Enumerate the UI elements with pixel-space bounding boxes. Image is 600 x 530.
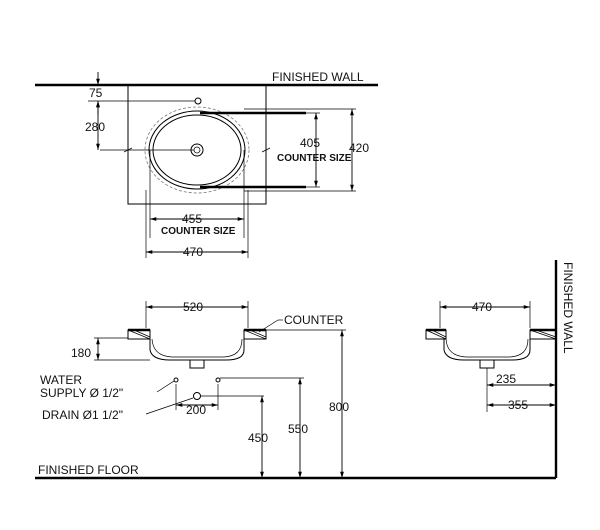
dim-180: 180 <box>71 346 91 360</box>
side-dim-355: 355 <box>508 398 528 412</box>
water-supply-label-1: WATER <box>40 373 82 387</box>
dim-520: 520 <box>183 300 203 314</box>
side-drain-tail <box>479 359 495 369</box>
counter-label: COUNTER <box>284 313 344 327</box>
dim-470: 470 <box>183 245 203 259</box>
dim-455-note: COUNTER SIZE <box>161 226 236 237</box>
dim-75: 75 <box>89 86 103 100</box>
finished-floor-label: FINISHED FLOOR <box>38 463 139 477</box>
dim-420: 420 <box>349 141 369 155</box>
counter-outline <box>127 86 267 205</box>
water-supply-right <box>215 377 221 383</box>
dim-405: 405 <box>300 136 320 150</box>
drain-tail <box>189 359 205 369</box>
dim-450: 450 <box>248 431 268 445</box>
plan-view: FINISHED WALL 75 280 405 COUNTER SIZE <box>35 70 378 259</box>
water-supply-left <box>173 377 179 383</box>
dim-455: 455 <box>182 212 202 226</box>
basin-outer-rim <box>144 106 250 194</box>
counter-break-right <box>261 147 271 153</box>
dim-550: 550 <box>288 422 308 436</box>
water-supply-label-2: SUPPLY Ø 1/2" <box>40 386 123 400</box>
dim-405-note: COUNTER SIZE <box>277 153 352 164</box>
front-view: 520 COUNTER 180 WATER SUPPLY Ø 1/2" DRAI… <box>40 300 349 478</box>
finished-wall-side-label: FINISHED WALL <box>561 262 575 354</box>
side-view: FINISHED WALL 470 235 355 <box>425 260 575 478</box>
drain-outlet <box>193 392 201 400</box>
dim-200: 200 <box>186 403 206 417</box>
drain-hole-inner <box>193 146 201 154</box>
side-dim-235: 235 <box>496 372 516 386</box>
finished-wall-label: FINISHED WALL <box>272 70 364 84</box>
dim-800: 800 <box>329 400 349 414</box>
dim-280: 280 <box>85 120 105 134</box>
tap-hole <box>194 97 202 105</box>
side-dim-470: 470 <box>472 300 492 314</box>
drain-label: DRAIN Ø1 1/2" <box>42 408 123 422</box>
